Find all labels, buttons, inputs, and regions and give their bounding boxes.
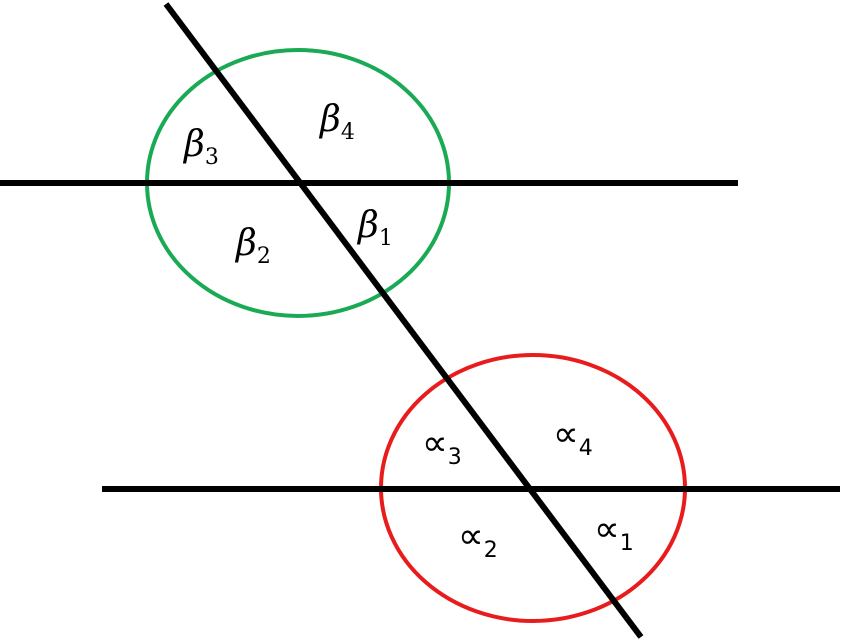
label-alpha-2: ∝2 <box>458 516 498 563</box>
label-beta-1: β1 <box>356 205 393 251</box>
label-alpha-4: ∝4 <box>553 414 593 461</box>
transversal-line <box>163 2 644 639</box>
label-beta-4: β4 <box>318 99 355 145</box>
label-alpha-1: ∝1 <box>594 509 634 556</box>
label-alpha-3: ∝3 <box>422 423 462 470</box>
label-beta-2: β2 <box>234 223 271 269</box>
label-beta-3: β3 <box>182 124 219 170</box>
